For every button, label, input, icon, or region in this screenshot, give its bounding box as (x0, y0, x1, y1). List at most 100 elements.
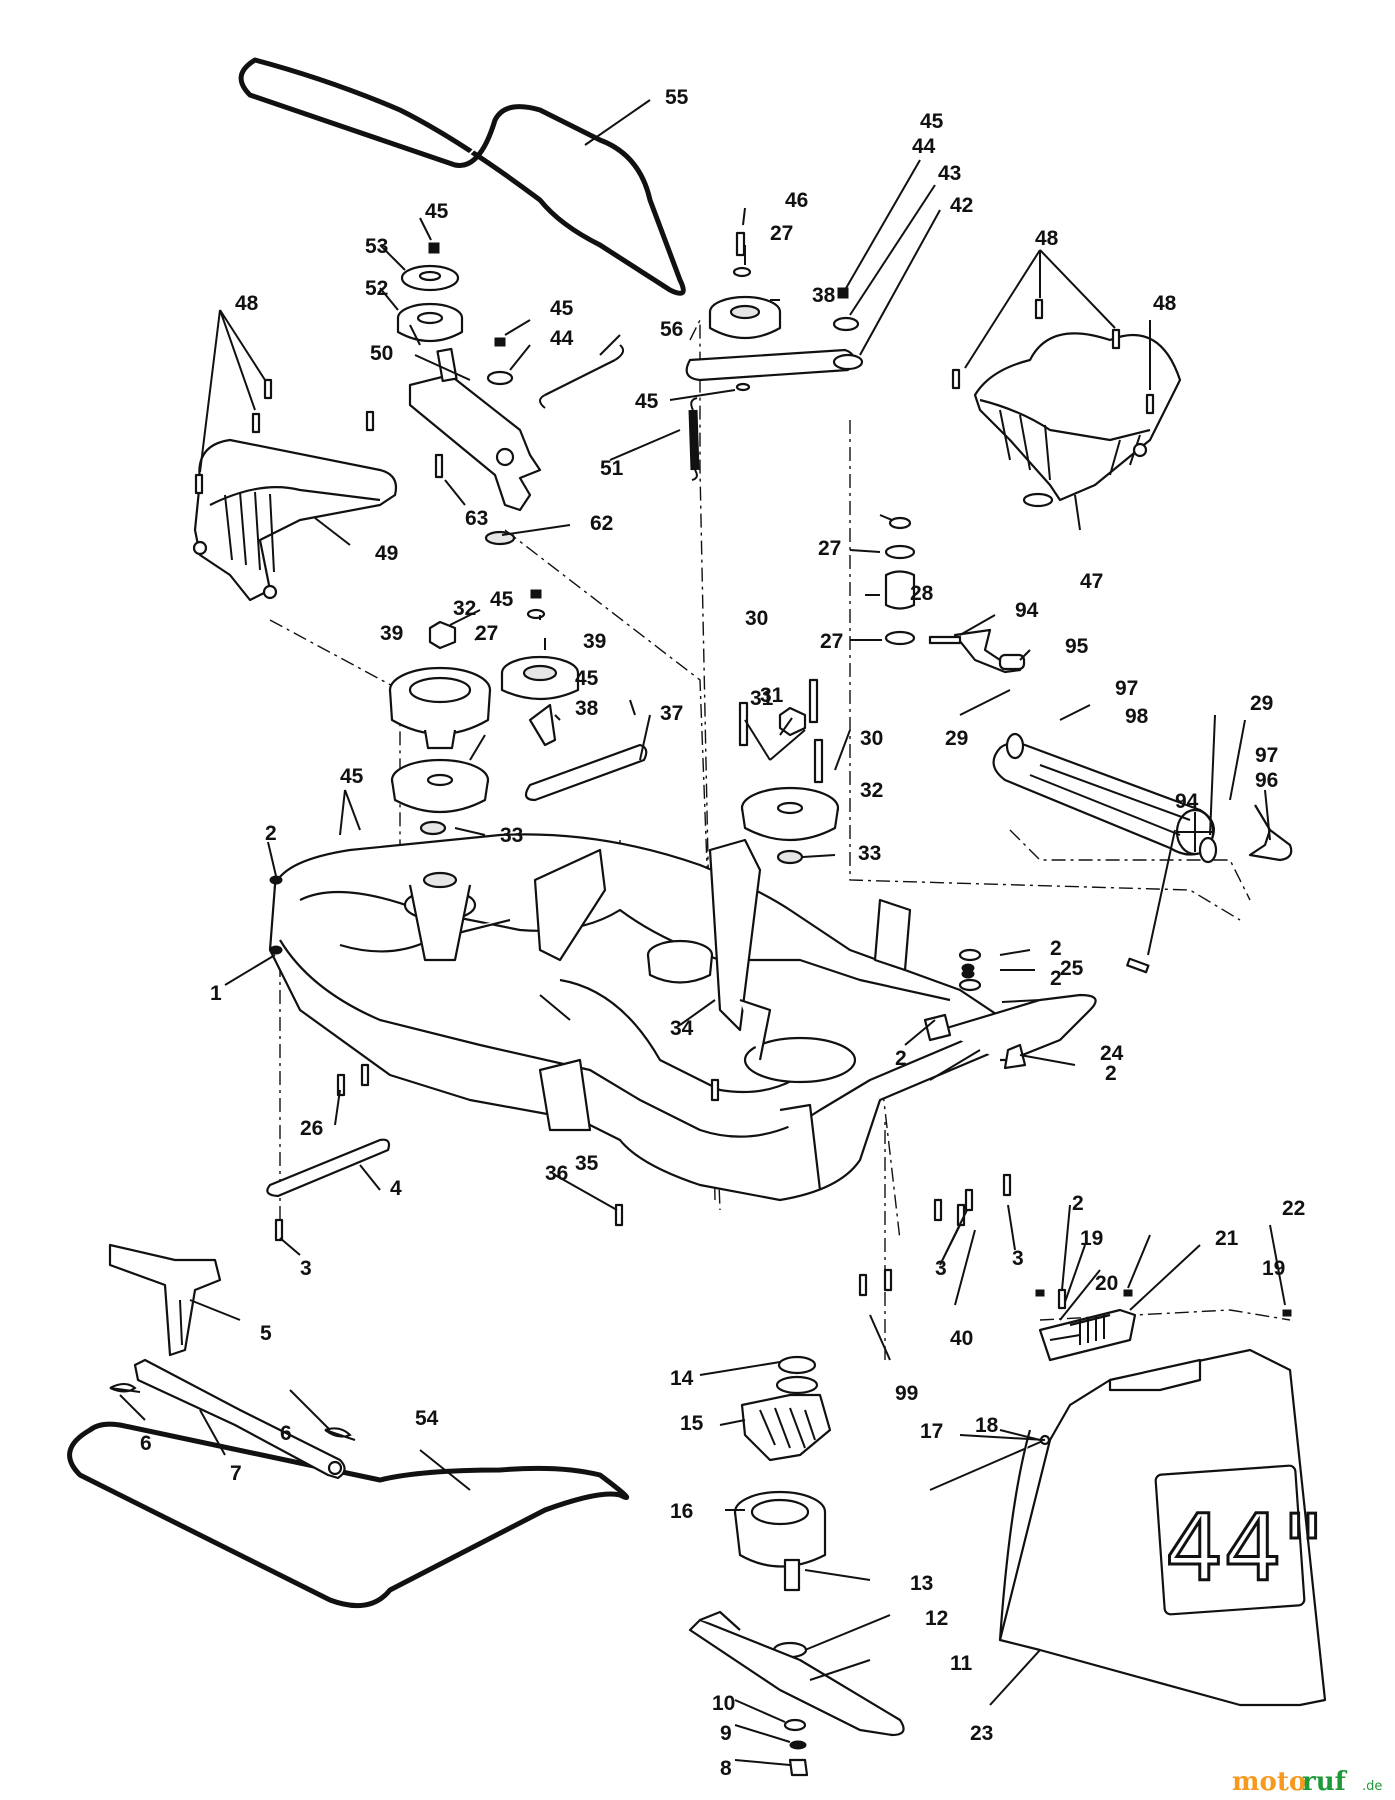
callout-5: 5 (260, 1322, 272, 1345)
callout-16: 16 (670, 1500, 693, 1523)
callout-33: 33 (500, 824, 523, 847)
callout-56: 56 (660, 318, 683, 341)
callout-39: 39 (380, 622, 403, 645)
callout-96: 96 (1255, 769, 1278, 792)
callout-36: 36 (545, 1162, 568, 1185)
callout-27: 27 (770, 222, 793, 245)
callout-50: 50 (370, 342, 393, 365)
pulley-40 (388, 666, 492, 750)
callout-22: 22 (1282, 1197, 1305, 1220)
callout-63: 63 (465, 507, 488, 530)
pulley-39-upper (708, 295, 782, 339)
callout-34: 34 (670, 1017, 694, 1040)
hardware-middle (419, 516, 916, 865)
bracket-37 (524, 703, 648, 802)
callout-45: 45 (575, 667, 599, 690)
callout-94: 94 (1175, 790, 1199, 813)
callout-51: 51 (600, 457, 624, 480)
watermark-part-b: ruf (1302, 1767, 1348, 1797)
callout-17: 17 (920, 1420, 943, 1443)
callout-32: 32 (453, 597, 476, 620)
callout-29: 29 (945, 727, 968, 750)
callout-97: 97 (1255, 744, 1278, 767)
callout-18: 18 (975, 1414, 999, 1437)
callout-48: 48 (1035, 227, 1059, 250)
spring-51 (688, 397, 700, 481)
spindle-assembly (688, 1355, 905, 1777)
callout-54: 54 (415, 1407, 439, 1430)
idler-bracket-50 (408, 347, 542, 512)
callout-27: 27 (475, 622, 498, 645)
link-7 (133, 1358, 346, 1480)
callout-38: 38 (812, 284, 836, 307)
pulley-53 (400, 264, 460, 292)
pulley-39-middle (500, 655, 580, 701)
callout-45: 45 (425, 200, 449, 223)
callout-11: 11 (950, 1652, 973, 1675)
deflector-shield-47 (973, 332, 1182, 508)
callout-31: 31 (750, 687, 774, 710)
callout-94: 94 (1015, 599, 1039, 622)
callout-2: 2 (1050, 937, 1062, 960)
callout-99: 99 (895, 1382, 918, 1405)
callout-45: 45 (550, 297, 574, 320)
brace-4 (266, 1138, 391, 1198)
callout-30: 30 (860, 727, 883, 750)
callout-44: 44 (912, 135, 936, 158)
assembly-dashed-lines (269, 319, 1291, 1360)
bracket-19-21 (1035, 1288, 1292, 1362)
callout-29: 29 (1250, 692, 1273, 715)
callout-25: 25 (1060, 957, 1084, 980)
belt-55 (238, 57, 686, 296)
callout-45: 45 (490, 588, 514, 611)
belt-guide-24 (923, 993, 1097, 1070)
bracket-5 (108, 1243, 222, 1357)
callout-32: 32 (860, 779, 883, 802)
callout-3: 3 (1012, 1247, 1024, 1270)
callout-49: 49 (375, 542, 398, 565)
callout-39: 39 (583, 630, 606, 653)
deck-size-badge: 44" (1165, 1495, 1324, 1602)
callout-8: 8 (720, 1757, 732, 1780)
callout-28: 28 (910, 582, 934, 605)
callout-1: 1 (210, 982, 222, 1005)
callout-2: 2 (1072, 1192, 1084, 1215)
callout-12: 12 (925, 1607, 948, 1630)
pulley-32-right (740, 786, 840, 842)
callout-30: 30 (745, 607, 768, 630)
idler-arm-43 (685, 348, 864, 382)
callout-4: 4 (390, 1177, 402, 1200)
callout-2: 2 (265, 822, 277, 845)
callout-55: 55 (665, 86, 689, 109)
callout-2: 2 (1105, 1062, 1117, 1085)
callout-6: 6 (140, 1432, 152, 1455)
callout-46: 46 (785, 189, 808, 212)
callout-3: 3 (300, 1257, 312, 1280)
callout-20: 20 (1095, 1272, 1118, 1295)
callout-97: 97 (1115, 677, 1138, 700)
callout-7: 7 (230, 1462, 242, 1485)
belt-54 (67, 1421, 630, 1609)
hairpin-clips-6 (109, 1383, 356, 1441)
callout-14: 14 (670, 1367, 694, 1390)
callout-33: 33 (858, 842, 881, 865)
callout-31: 31 (760, 684, 784, 707)
callout-47: 47 (1080, 570, 1103, 593)
roller-bracket-95-96 (928, 628, 1293, 974)
callout-19: 19 (1080, 1227, 1103, 1250)
callout-21: 21 (1215, 1227, 1239, 1250)
callout-15: 15 (680, 1412, 704, 1435)
watermark-part-c: .de (1362, 1779, 1382, 1794)
watermark-part-a: moto (1232, 1767, 1306, 1797)
callout-2: 2 (895, 1047, 907, 1070)
roller-washers-97 (1005, 732, 1218, 864)
callout-24: 24 (1100, 1042, 1124, 1065)
deflector-shield-49 (192, 438, 398, 602)
mower-deck-1 (268, 833, 1022, 1202)
pulley-52 (396, 302, 464, 342)
callout-27: 27 (820, 630, 843, 653)
callout-40: 40 (950, 1327, 973, 1350)
callout-leaders (119, 99, 1286, 1766)
callout-13: 13 (910, 1572, 933, 1595)
